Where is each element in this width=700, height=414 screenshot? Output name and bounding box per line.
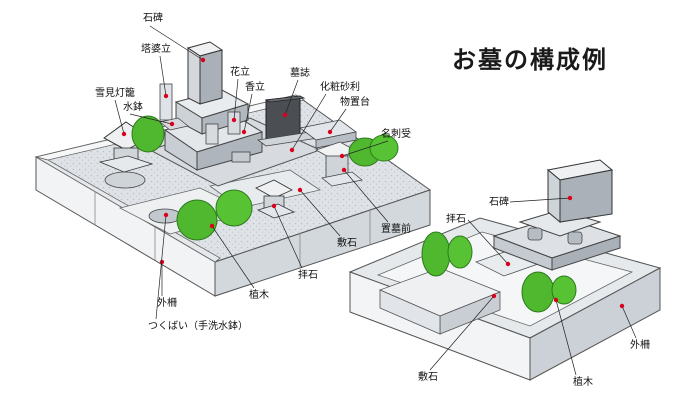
diagram-title: お墓の構成例 [452,45,608,74]
right-grave-illustration [348,159,662,381]
leader-line-yukimi [114,99,125,135]
leader-line-mizubachi [129,113,173,125]
label-ueki-left: 植木 [249,290,269,301]
label-ueki-right: 植木 [573,377,593,388]
callout-dot-shiki-left [297,187,303,193]
callout-dot-meishi-uke [339,153,345,159]
label-kadate: 花立 [230,67,250,78]
leader-line-shiki-right [429,295,495,371]
callout-dot-sekihi-right [567,195,573,201]
leader-line-monooki [329,108,347,133]
label-sotosaku-left: 外柵 [157,298,177,309]
callout-dot-monooki [327,129,333,135]
callout-dot-tsukubai [163,212,169,218]
leader-line-sekihi-left [149,25,204,61]
leader-line-sotosaku-right [621,305,637,339]
label-shiki-ishi-left: 敷石 [337,238,357,249]
label-shiki-ishi-right: 敷石 [418,372,438,383]
label-oki-bozen: 置墓前 [381,224,411,235]
callout-dot-mizubachi [169,121,175,127]
callout-dot-ueki-right [553,297,559,303]
leader-line-hai-right [467,219,509,265]
callout-dot-koudate [241,129,247,135]
label-hai-ishi-right: 拝石 [446,214,466,225]
leader-line-ueki-right [555,299,577,376]
callout-dot-keshou-jari [289,147,295,153]
label-boshi: 墓誌 [290,68,310,79]
label-mizubachi: 水鉢 [123,102,143,113]
callout-dot-sekihi-left [200,57,206,63]
leader-line-tsukubai [155,214,167,320]
label-sekihi-left: 石碑 [143,13,163,24]
callout-dot-oki-bozen [341,167,347,173]
callout-dot-hai-right [505,261,511,267]
label-toubaritsu: 塔婆立 [141,44,171,55]
callout-dot-hai-left [271,203,277,209]
leader-line-meishi-uke [341,140,389,157]
label-koudate: 香立 [245,82,265,93]
left-grave-illustration [34,41,432,297]
label-yukimi-tourou: 雪見灯籠 [95,88,135,99]
leader-line-boshi [284,79,299,116]
label-hai-ishi-left: 拝石 [298,270,318,281]
label-sotosaku-right: 外柵 [630,340,650,351]
label-monooki: 物置台 [340,97,370,108]
label-sekihi-right: 石碑 [489,197,509,208]
callout-dot-kadate [231,117,237,123]
callout-dot-yukimi [121,131,127,137]
leader-line-shiki-left [299,189,341,237]
callout-dot-sotosaku-right [619,303,625,309]
callout-leaders [114,25,637,376]
callout-dot-boshi [282,112,288,118]
callout-dot-toubaritsu [163,93,169,99]
label-meishi-uke: 名刺受 [381,129,411,140]
leader-line-oki-bozen [343,169,389,223]
leader-line-sekihi-right [509,197,571,203]
leader-line-koudate [243,93,253,133]
callout-dot-ueki-left [209,223,215,229]
label-tsukubai: つくばい（手洗水鉢） [148,321,248,332]
leader-line-hai-left [273,205,303,269]
label-keshou-jari: 化粧砂利 [320,82,360,93]
leader-line-keshou-jari [291,93,327,151]
callout-dot-sotosaku-left [159,259,165,265]
leader-line-toubaritsu [159,55,167,97]
callout-dot-shiki-right [491,293,497,299]
leader-line-ueki-left [211,225,255,289]
leader-line-kadate [233,78,239,121]
